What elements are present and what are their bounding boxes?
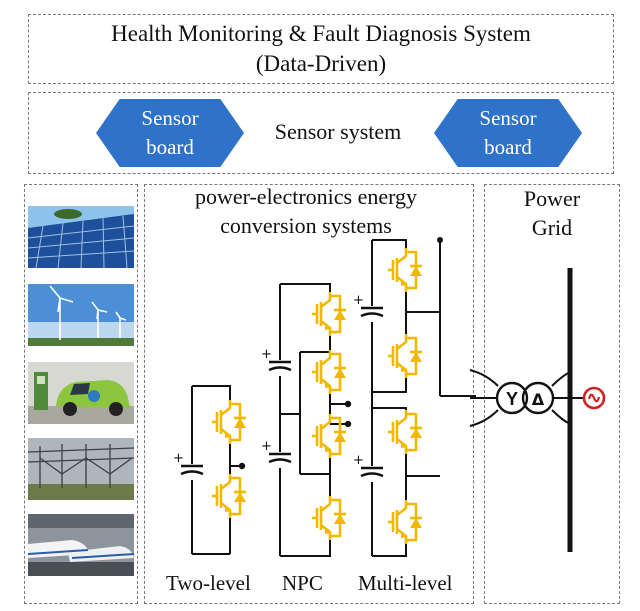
npc-label: NPC xyxy=(282,571,323,595)
two-level-igbt-upper xyxy=(209,398,251,446)
npc-igbt-3 xyxy=(309,412,351,460)
transformer-symbol xyxy=(495,381,555,415)
power-grid-box xyxy=(484,184,620,604)
system-title-line2: (Data-Driven) xyxy=(255,51,387,76)
grid-connection-lines xyxy=(469,369,584,427)
multi-level-igbt-2 xyxy=(385,332,427,380)
npc-capacitor-upper xyxy=(259,345,293,372)
applications-box xyxy=(24,184,138,604)
high-speed-train-photo xyxy=(28,514,134,576)
sensor-board-right-line1: Sensor xyxy=(479,106,537,130)
wind-turbine-photo xyxy=(28,284,134,346)
sensor-board-left: Sensor board xyxy=(96,99,244,167)
transformer-delta-label: Δ xyxy=(532,390,545,409)
multi-level-label: Multi-level xyxy=(358,571,453,595)
two-level-igbt-lower xyxy=(209,472,251,520)
npc-igbt-2 xyxy=(309,348,351,396)
sensor-system-box xyxy=(28,92,614,174)
sensor-board-right: Sensor board xyxy=(434,99,582,167)
sensor-board-left-line1: Sensor xyxy=(141,106,199,130)
transformer-y-label: Y xyxy=(506,389,518,409)
ev-charging-photo xyxy=(28,362,134,424)
sensor-board-right-line2: board xyxy=(484,135,532,159)
two-level-label: Two-level xyxy=(166,571,251,595)
multi-level-igbt-4 xyxy=(385,498,427,546)
solar-panel-photo xyxy=(28,206,134,268)
multi-level-igbt-1 xyxy=(385,246,427,294)
sensor-board-left-line2: board xyxy=(146,135,194,159)
power-grid-title-line2: Grid xyxy=(531,215,573,240)
conversion-title-line2: conversion systems xyxy=(220,213,392,238)
substation-photo xyxy=(28,438,134,500)
conversion-title-line1: power-electronics energy xyxy=(194,184,418,209)
multi-level-igbt-3 xyxy=(385,408,427,456)
two-level-converter xyxy=(191,385,242,555)
npc-igbt-1 xyxy=(309,290,351,338)
multi-level-capacitor-lower xyxy=(351,451,385,478)
system-title-line1: Health Monitoring & Fault Diagnosis Syst… xyxy=(111,21,531,46)
ac-source-icon xyxy=(582,386,606,410)
multi-level-capacitor-upper xyxy=(351,291,385,318)
two-level-capacitor xyxy=(171,449,205,476)
npc-igbt-4 xyxy=(309,494,351,542)
conversion-box xyxy=(144,184,474,604)
npc-capacitor-lower xyxy=(259,437,293,464)
sensor-system-label: Sensor system xyxy=(274,119,402,144)
multi-level-converter xyxy=(371,239,476,557)
title-box: Health Monitoring & Fault Diagnosis Syst… xyxy=(28,14,614,84)
power-grid-title-line1: Power xyxy=(523,186,581,211)
